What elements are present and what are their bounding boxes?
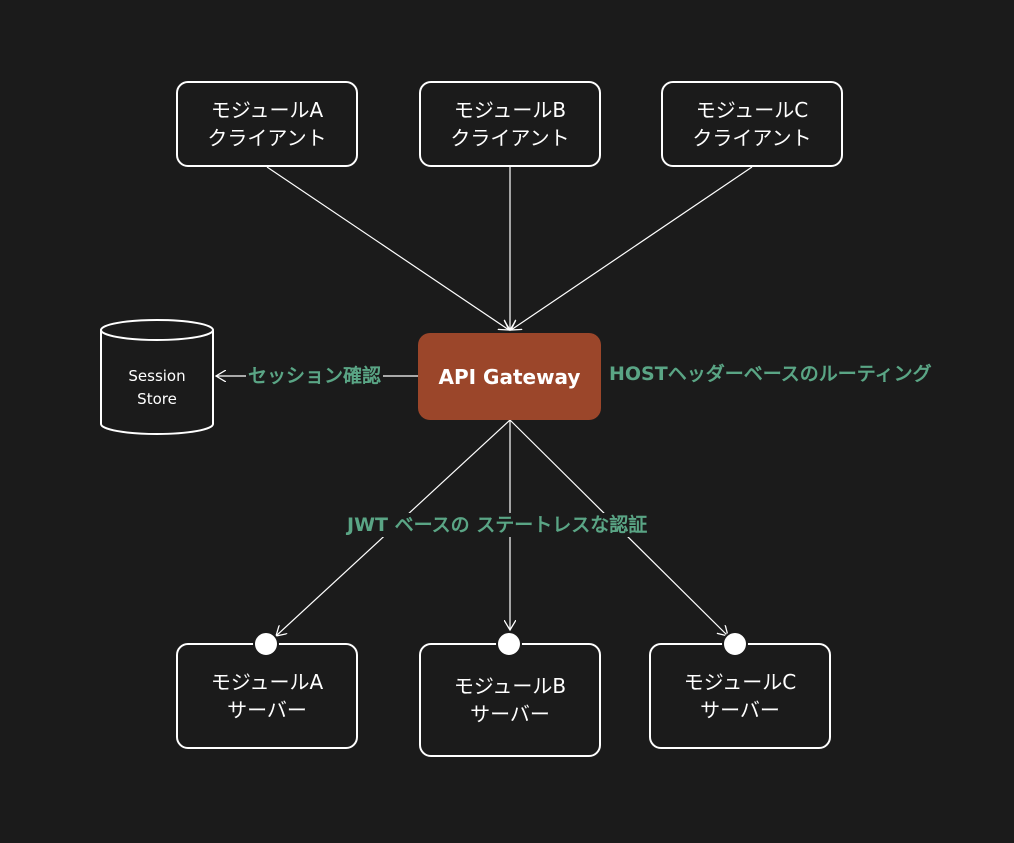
session-store-cylinder — [100, 319, 214, 435]
server-b-port — [496, 631, 522, 657]
server-module-c: モジュールC サーバー — [649, 643, 831, 749]
client-module-a: モジュールA クライアント — [176, 81, 358, 167]
server-c-port — [722, 631, 748, 657]
edge-client-c-gateway — [511, 166, 753, 330]
client-module-c: モジュールC クライアント — [661, 81, 843, 167]
client-module-b-role: クライアント — [450, 126, 570, 150]
api-gateway-label: API Gateway — [438, 364, 581, 389]
auth-label: JWT ベースの ステートレスな認証 — [345, 513, 650, 537]
server-module-b: モジュールB サーバー — [419, 643, 601, 757]
client-module-b-name: モジュールB — [453, 98, 567, 122]
server-module-a-role: サーバー — [227, 698, 307, 722]
server-module-c-name: モジュールC — [683, 670, 797, 694]
routing-label: HOSTヘッダーベースのルーティング — [609, 363, 932, 385]
client-module-a-role: クライアント — [207, 126, 327, 150]
server-module-a-name: モジュールA — [210, 670, 324, 694]
server-a-port — [253, 631, 279, 657]
server-module-c-role: サーバー — [700, 698, 780, 722]
server-module-b-name: モジュールB — [453, 674, 567, 698]
server-module-a: モジュールA サーバー — [176, 643, 358, 749]
client-module-c-name: モジュールC — [695, 98, 809, 122]
edge-client-a-gateway — [266, 166, 509, 330]
session-store-label-2: Store — [137, 390, 177, 408]
api-gateway-node: API Gateway — [418, 333, 601, 420]
client-module-c-role: クライアント — [692, 126, 812, 150]
session-store-label-1: Session — [128, 367, 186, 385]
client-module-b: モジュールB クライアント — [419, 81, 601, 167]
server-module-b-role: サーバー — [470, 702, 550, 726]
client-module-a-name: モジュールA — [210, 98, 324, 122]
session-check-label: セッション確認 — [246, 364, 384, 388]
